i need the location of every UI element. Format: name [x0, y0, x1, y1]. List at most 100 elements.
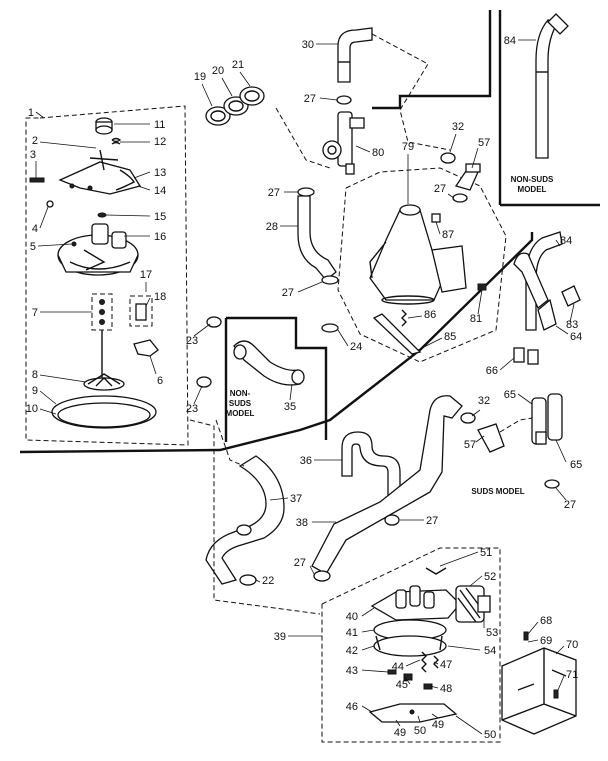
callout-n81: 81 — [470, 313, 482, 325]
leader-n23a — [193, 323, 211, 337]
callout-n86: 86 — [424, 309, 436, 321]
callout-n57a: 57 — [478, 137, 490, 149]
leader-n50 — [417, 715, 421, 723]
impeller-8 — [83, 373, 125, 391]
arm-14 — [58, 149, 142, 195]
spring-86 — [401, 309, 407, 327]
leader-n14 — [137, 185, 151, 191]
leader-n5 — [37, 243, 73, 247]
leader-n46 — [361, 705, 373, 713]
rod-85 — [372, 313, 422, 355]
clip-15 — [97, 212, 107, 218]
clamps-23 — [196, 316, 222, 388]
plate-46 — [368, 703, 458, 723]
callout-n10: 10 — [26, 403, 38, 415]
leader-n65b — [555, 439, 567, 463]
callout-n27b: 27 — [268, 187, 280, 199]
callout-n8: 8 — [32, 369, 38, 381]
bolt-81 — [477, 283, 487, 291]
hose-30 — [337, 27, 373, 83]
leader-n21 — [239, 71, 251, 87]
leader-n6 — [149, 355, 157, 375]
callout-n57b: 57 — [464, 439, 476, 451]
leader-n49b — [431, 713, 439, 719]
note-non-suds-inset-line3: MODEL — [226, 409, 255, 418]
dome-79 — [369, 204, 467, 305]
leader-n83 — [569, 303, 575, 323]
leader-n22 — [255, 579, 261, 583]
callout-n20: 20 — [212, 65, 224, 77]
callout-n22: 22 — [262, 575, 274, 587]
leader-n47 — [433, 661, 439, 665]
leader-n54 — [447, 645, 481, 651]
callout-n45: 45 — [396, 679, 408, 691]
leader-n49a — [395, 719, 401, 727]
callout-n9: 9 — [32, 385, 38, 397]
callout-n80: 80 — [372, 147, 384, 159]
leader-n52 — [469, 575, 483, 587]
leader-n57a — [471, 147, 479, 169]
note-non-suds-top-line1: NON-SUDS — [511, 175, 554, 184]
bracket-18 — [129, 295, 153, 327]
leader-n27e — [555, 487, 567, 501]
ring-4 — [46, 200, 54, 208]
belt-9-10 — [51, 395, 157, 429]
valve-assembly-top — [205, 27, 451, 175]
leader-n48 — [429, 685, 439, 689]
callout-n27a: 27 — [304, 93, 316, 105]
leader-n43 — [361, 669, 389, 673]
callout-n27d: 27 — [434, 183, 446, 195]
callout-n32b: 32 — [478, 395, 490, 407]
callout-n79: 79 — [402, 141, 414, 153]
leader-n15 — [105, 214, 151, 217]
shaft-stack-7 — [91, 293, 113, 378]
note-non-suds-inset-line1: NON- — [230, 389, 251, 398]
leader-n9 — [39, 390, 57, 405]
callout-n23a: 23 — [186, 335, 198, 347]
callout-n12: 12 — [154, 136, 166, 148]
hose-36 — [341, 431, 401, 501]
callout-n27c: 27 — [282, 287, 294, 299]
pump-body-40 — [370, 585, 461, 621]
callout-n54: 54 — [484, 645, 496, 657]
leader-n27d — [447, 193, 455, 199]
fitting-83 — [561, 285, 581, 307]
leader-n85 — [417, 337, 443, 351]
leader-n50b — [455, 715, 483, 735]
clip-6 — [133, 339, 159, 357]
leader-n80 — [355, 145, 371, 153]
leader-n64 — [555, 325, 569, 335]
elbow-57-mid — [477, 423, 505, 453]
callout-n30: 30 — [302, 39, 314, 51]
valve-80 — [322, 111, 365, 175]
callout-n7: 7 — [32, 307, 38, 319]
callout-n28: 28 — [266, 221, 278, 233]
leader-n69 — [527, 639, 539, 643]
callout-n6: 6 — [157, 375, 163, 387]
suds-hoses — [460, 231, 581, 489]
hose-38-long — [311, 395, 463, 575]
clamp-27-top — [336, 95, 352, 105]
callout-n4: 4 — [32, 223, 38, 235]
leader-n41 — [361, 629, 375, 633]
callout-n38: 38 — [296, 517, 308, 529]
callout-n44: 44 — [392, 661, 404, 673]
callout-n48: 48 — [440, 683, 452, 695]
callout-n1: 1 — [28, 107, 34, 119]
leader-n19 — [201, 83, 213, 107]
callout-n64: 64 — [570, 331, 582, 343]
pump-plates-41-42 — [373, 619, 447, 657]
leader-n24 — [337, 329, 349, 347]
callout-n43: 43 — [346, 665, 358, 677]
callout-n39: 39 — [274, 631, 286, 643]
clamp-32-top — [440, 152, 456, 164]
leader-n40 — [361, 607, 375, 617]
callout-n32a: 32 — [452, 121, 464, 133]
spring-12 — [111, 137, 122, 145]
callout-n40: 40 — [346, 611, 358, 623]
callout-n27g: 27 — [294, 557, 306, 569]
leader-n10 — [39, 408, 57, 415]
elbow-57-top — [454, 163, 481, 191]
callout-n49b: 49 — [432, 719, 444, 731]
